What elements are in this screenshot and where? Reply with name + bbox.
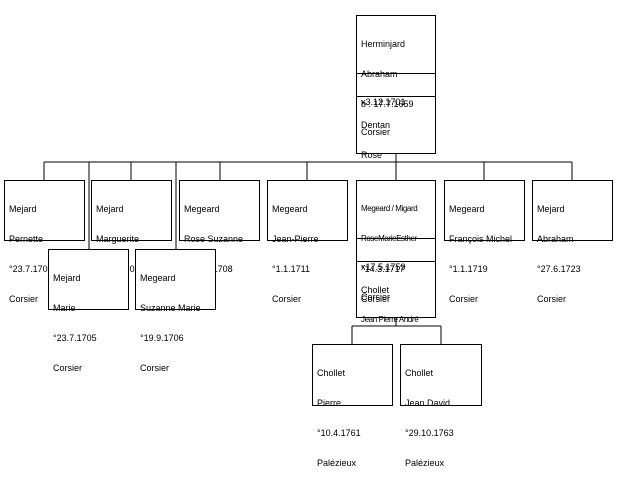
child-box: Mejard Marguerite °23.7.1705 Corsier [91,180,172,304]
spouse-given-name: Jean Pierre André [361,315,419,324]
root-marriage-details: x3.12.1701 Corsier [357,73,435,137]
birth-place: Corsier [9,294,39,304]
surname: Megeard / Migard [361,204,418,213]
birth-place: Palézieux [405,458,445,468]
given-name: Pierre [317,398,342,408]
birth-place: Corsier [53,363,83,373]
child-details: Megeard Jean-Pierre °1.1.1711 Corsier [268,181,347,326]
birth-date: °23.7.1705 [53,333,97,343]
child-box: Megeard Suzanne Marie °19.9.1706 Corsier [135,249,216,373]
child-details: Mejard Marie °23.7.1705 Corsier [49,250,128,395]
birth-place: Palézieux [317,458,357,468]
child-details: Mejard Pernette °23.7.1705 Corsier [5,181,84,326]
child-box: Megeard Rose Suzanne °28.10.1708 Corsier [179,180,260,304]
surname: Herminjard [361,39,406,49]
given-name: Suzanne Marie [140,303,201,313]
given-name: Marguerite [96,234,140,244]
birth-date: b : 17.7.1659 [361,99,414,109]
marriage-place: Corsier [361,292,391,302]
child-box: Mejard Pernette °23.7.1705 Corsier [4,180,85,304]
surname: Megeard [449,204,485,214]
given-name: Rose Suzanne [184,234,244,244]
child-with-spouse-box: Megeard / Migard RoseMarieEsther °14.3.1… [356,180,436,355]
spouse-given-name: Rose [361,150,383,160]
child-details: Megeard Suzanne Marie °19.9.1706 Corsier [136,250,215,395]
surname: Megeard [272,204,308,214]
surname: Chollet [317,368,346,378]
given-name: RoseMarieEsther [361,234,417,243]
birth-date: °1.1.1711 [272,264,310,274]
marriage-place: Corsier [361,127,391,137]
grandchild-details: Chollet Pierre °10.4.1761 Palézieux [313,345,392,490]
root-person-box: Herminjard Abraham b : 17.7.1659 x3.12.1… [356,15,436,190]
birth-date: °14.3.1717 [361,264,405,274]
root-person-details: Herminjard Abraham b : 17.7.1659 [357,16,435,109]
marriage-date: x17.5.1759 [361,262,406,272]
given-name: Marie [53,303,76,313]
grandchild-box: Chollet Pierre °10.4.1761 Palézieux [312,344,393,468]
surname: Chollet [405,368,434,378]
grandchild-box: Chollet Jean David °29.10.1763 Palézieux [400,344,482,468]
spouse-surname: Dentan [361,120,391,130]
birth-place: Corsier [449,294,479,304]
child-box: Megeard Jean-Pierre °1.1.1711 Corsier [267,180,348,304]
surname: Megeard [184,204,220,214]
child-details: Mejard Abraham °27.6.1723 Corsier [533,181,612,326]
birth-place: Corsier [537,294,567,304]
given-name: Abraham [361,69,398,79]
given-name: Pernette [9,234,44,244]
birth-date: °27.6.1723 [537,264,581,274]
child-marriage-details: x17.5.1759 Corsier [357,238,435,302]
birth-place: Corsier [361,294,391,304]
surname: Megeard [140,273,176,283]
birth-date: °1.1.1719 [449,264,488,274]
child-details: Megeard François Michel °1.1.1719 Corsie… [445,181,524,326]
birth-place: Corsier [140,363,170,373]
grandchild-details: Chollet Jean David °29.10.1763 Palézieux [401,345,481,490]
birth-date: °23.7.1705 [9,264,53,274]
given-name: François Michel [449,234,513,244]
child-details: Megeard / Migard RoseMarieEsther °14.3.1… [357,181,435,304]
surname: Mejard [53,273,81,283]
given-name: Jean David [405,398,451,408]
connector-lines [43,153,573,344]
surname: Mejard [96,204,124,214]
birth-place: Corsier [272,294,302,304]
given-name: Jean-Pierre [272,234,319,244]
birth-date: °19.9.1706 [140,333,184,343]
child-box: Mejard Abraham °27.6.1723 Corsier [532,180,613,304]
birth-date: °29.10.1763 [405,428,454,438]
given-name: Abraham [537,234,574,244]
child-box: Megeard François Michel °1.1.1719 Corsie… [444,180,525,304]
surname: Mejard [9,204,37,214]
birth-date: °10.4.1761 [317,428,361,438]
marriage-date: x3.12.1701 [361,97,406,107]
spouse-surname: Chollet [361,285,390,295]
surname: Mejard [537,204,565,214]
child-box: Mejard Marie °23.7.1705 Corsier [48,249,129,373]
